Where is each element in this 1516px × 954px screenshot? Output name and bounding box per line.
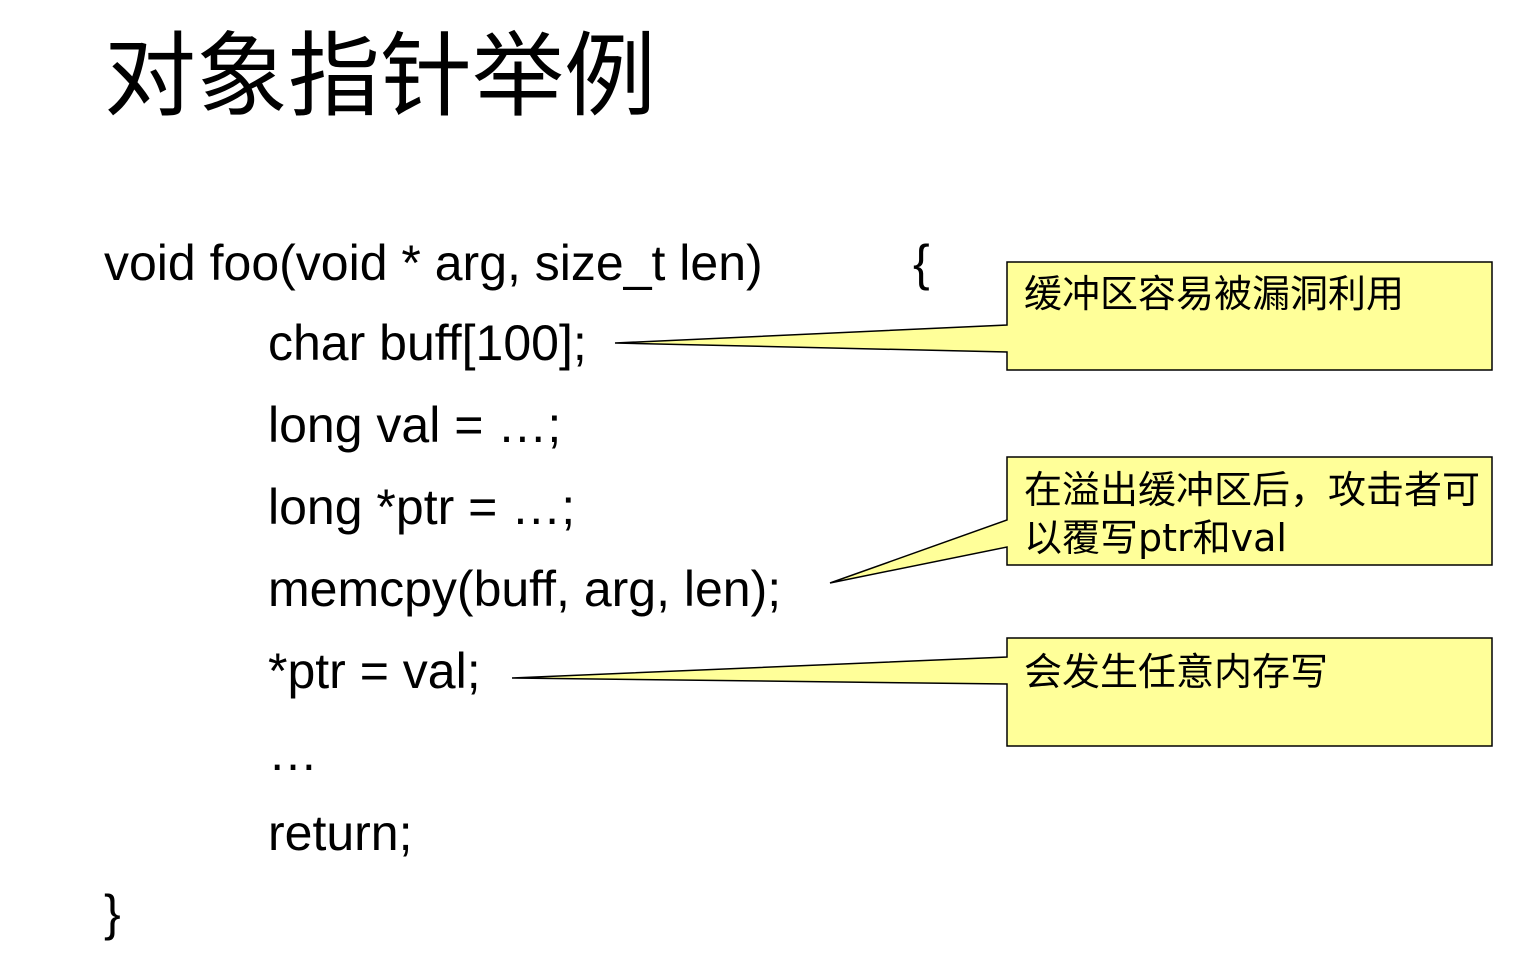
code-line-ellipsis: … — [268, 725, 318, 781]
callout-text-buffer: 缓冲区容易被漏洞利用 — [1024, 272, 1405, 316]
code-close-brace: } — [104, 885, 121, 941]
code-line-memcpy: memcpy(buff, arg, len); — [268, 561, 782, 617]
code-line-signature: void foo(void * arg, size_t len) — [104, 235, 763, 291]
callout-box-1 — [614, 261, 1493, 371]
code-line-return: return; — [268, 805, 413, 861]
code-line-write: *ptr = val; — [268, 643, 481, 699]
callout-text-overwrite: 在溢出缓冲区后，攻击者可以覆写ptr和val — [1024, 468, 1481, 560]
code-line-val: long val = …; — [268, 397, 562, 453]
callout-box-2 — [829, 456, 1493, 584]
callout-box-3 — [511, 637, 1493, 747]
slide-title: 对象指针举例 — [104, 23, 657, 130]
callout-text-arbitrary-write: 会发生任意内存写 — [1024, 650, 1329, 694]
code-line-buff: char buff[100]; — [268, 315, 587, 371]
code-line-ptr: long *ptr = …; — [268, 479, 576, 535]
code-open-brace: { — [913, 235, 930, 291]
